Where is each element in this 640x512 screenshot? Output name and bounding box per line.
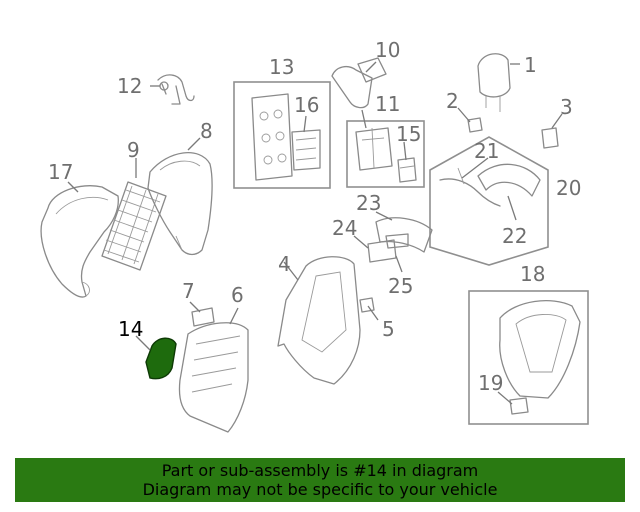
part-18-back-panel [499,300,581,399]
info-banner: Part or sub-assembly is #14 in diagram D… [15,458,625,502]
callout-11: 11 [375,92,400,116]
part-13-module-bracket [251,93,293,181]
part-19-clip [509,397,529,415]
part-14-highlighted [145,337,177,380]
group-box-13 [233,81,331,189]
part-2-guide [467,117,483,133]
callout-24: 24 [332,216,357,240]
group-box-18 [468,290,589,425]
part-8-seatback-cover [147,152,213,256]
part-12-harness [157,74,195,105]
callout-12: 12 [117,74,142,98]
part-6-back-panel [178,322,249,433]
callout-1: 1 [524,53,537,77]
callout-10: 10 [375,38,400,62]
banner-line-2: Diagram may not be specific to your vehi… [142,480,498,499]
part-9-heater-mat [101,181,167,271]
part-4-seatback-frame [277,256,361,385]
callout-23: 23 [356,191,381,215]
callout-16: 16 [294,93,319,117]
callout-6: 6 [231,283,244,307]
callout-8: 8 [200,119,213,143]
callout-20: 20 [556,176,581,200]
callout-19: 19 [478,371,503,395]
callout-7: 7 [182,279,195,303]
group-box-20 [429,136,549,266]
callout-17: 17 [48,160,73,184]
callout-22: 22 [502,224,527,248]
callout-13: 13 [269,55,294,79]
callout-4: 4 [278,252,291,276]
callout-25: 25 [388,274,413,298]
part-22-trim [477,163,541,197]
callout-18: 18 [520,262,545,286]
part-25-switch [385,233,409,249]
callout-14: 14 [118,317,143,341]
banner-line-1: Part or sub-assembly is #14 in diagram [161,461,479,480]
part-5-bolt [359,297,375,313]
part-23-bracket [375,217,433,253]
callout-3: 3 [560,95,573,119]
callout-15: 15 [396,122,421,146]
callout-9: 9 [127,138,140,162]
part-11-module [355,127,393,171]
group-box-11 [346,120,425,188]
part-1-headrest [477,53,511,112]
part-3-guide [541,127,559,149]
part-16-control-module [291,129,321,171]
callout-21: 21 [474,139,499,163]
part-7-clip [191,307,215,327]
part-10-bracket [331,57,387,109]
callout-5: 5 [382,317,395,341]
part-17-seatback-cushion [40,185,119,298]
callout-2: 2 [446,89,459,113]
part-15-connector [397,157,417,183]
part-21-harness [439,167,501,207]
part-24-clip [367,239,397,263]
leader-lines [67,61,563,405]
